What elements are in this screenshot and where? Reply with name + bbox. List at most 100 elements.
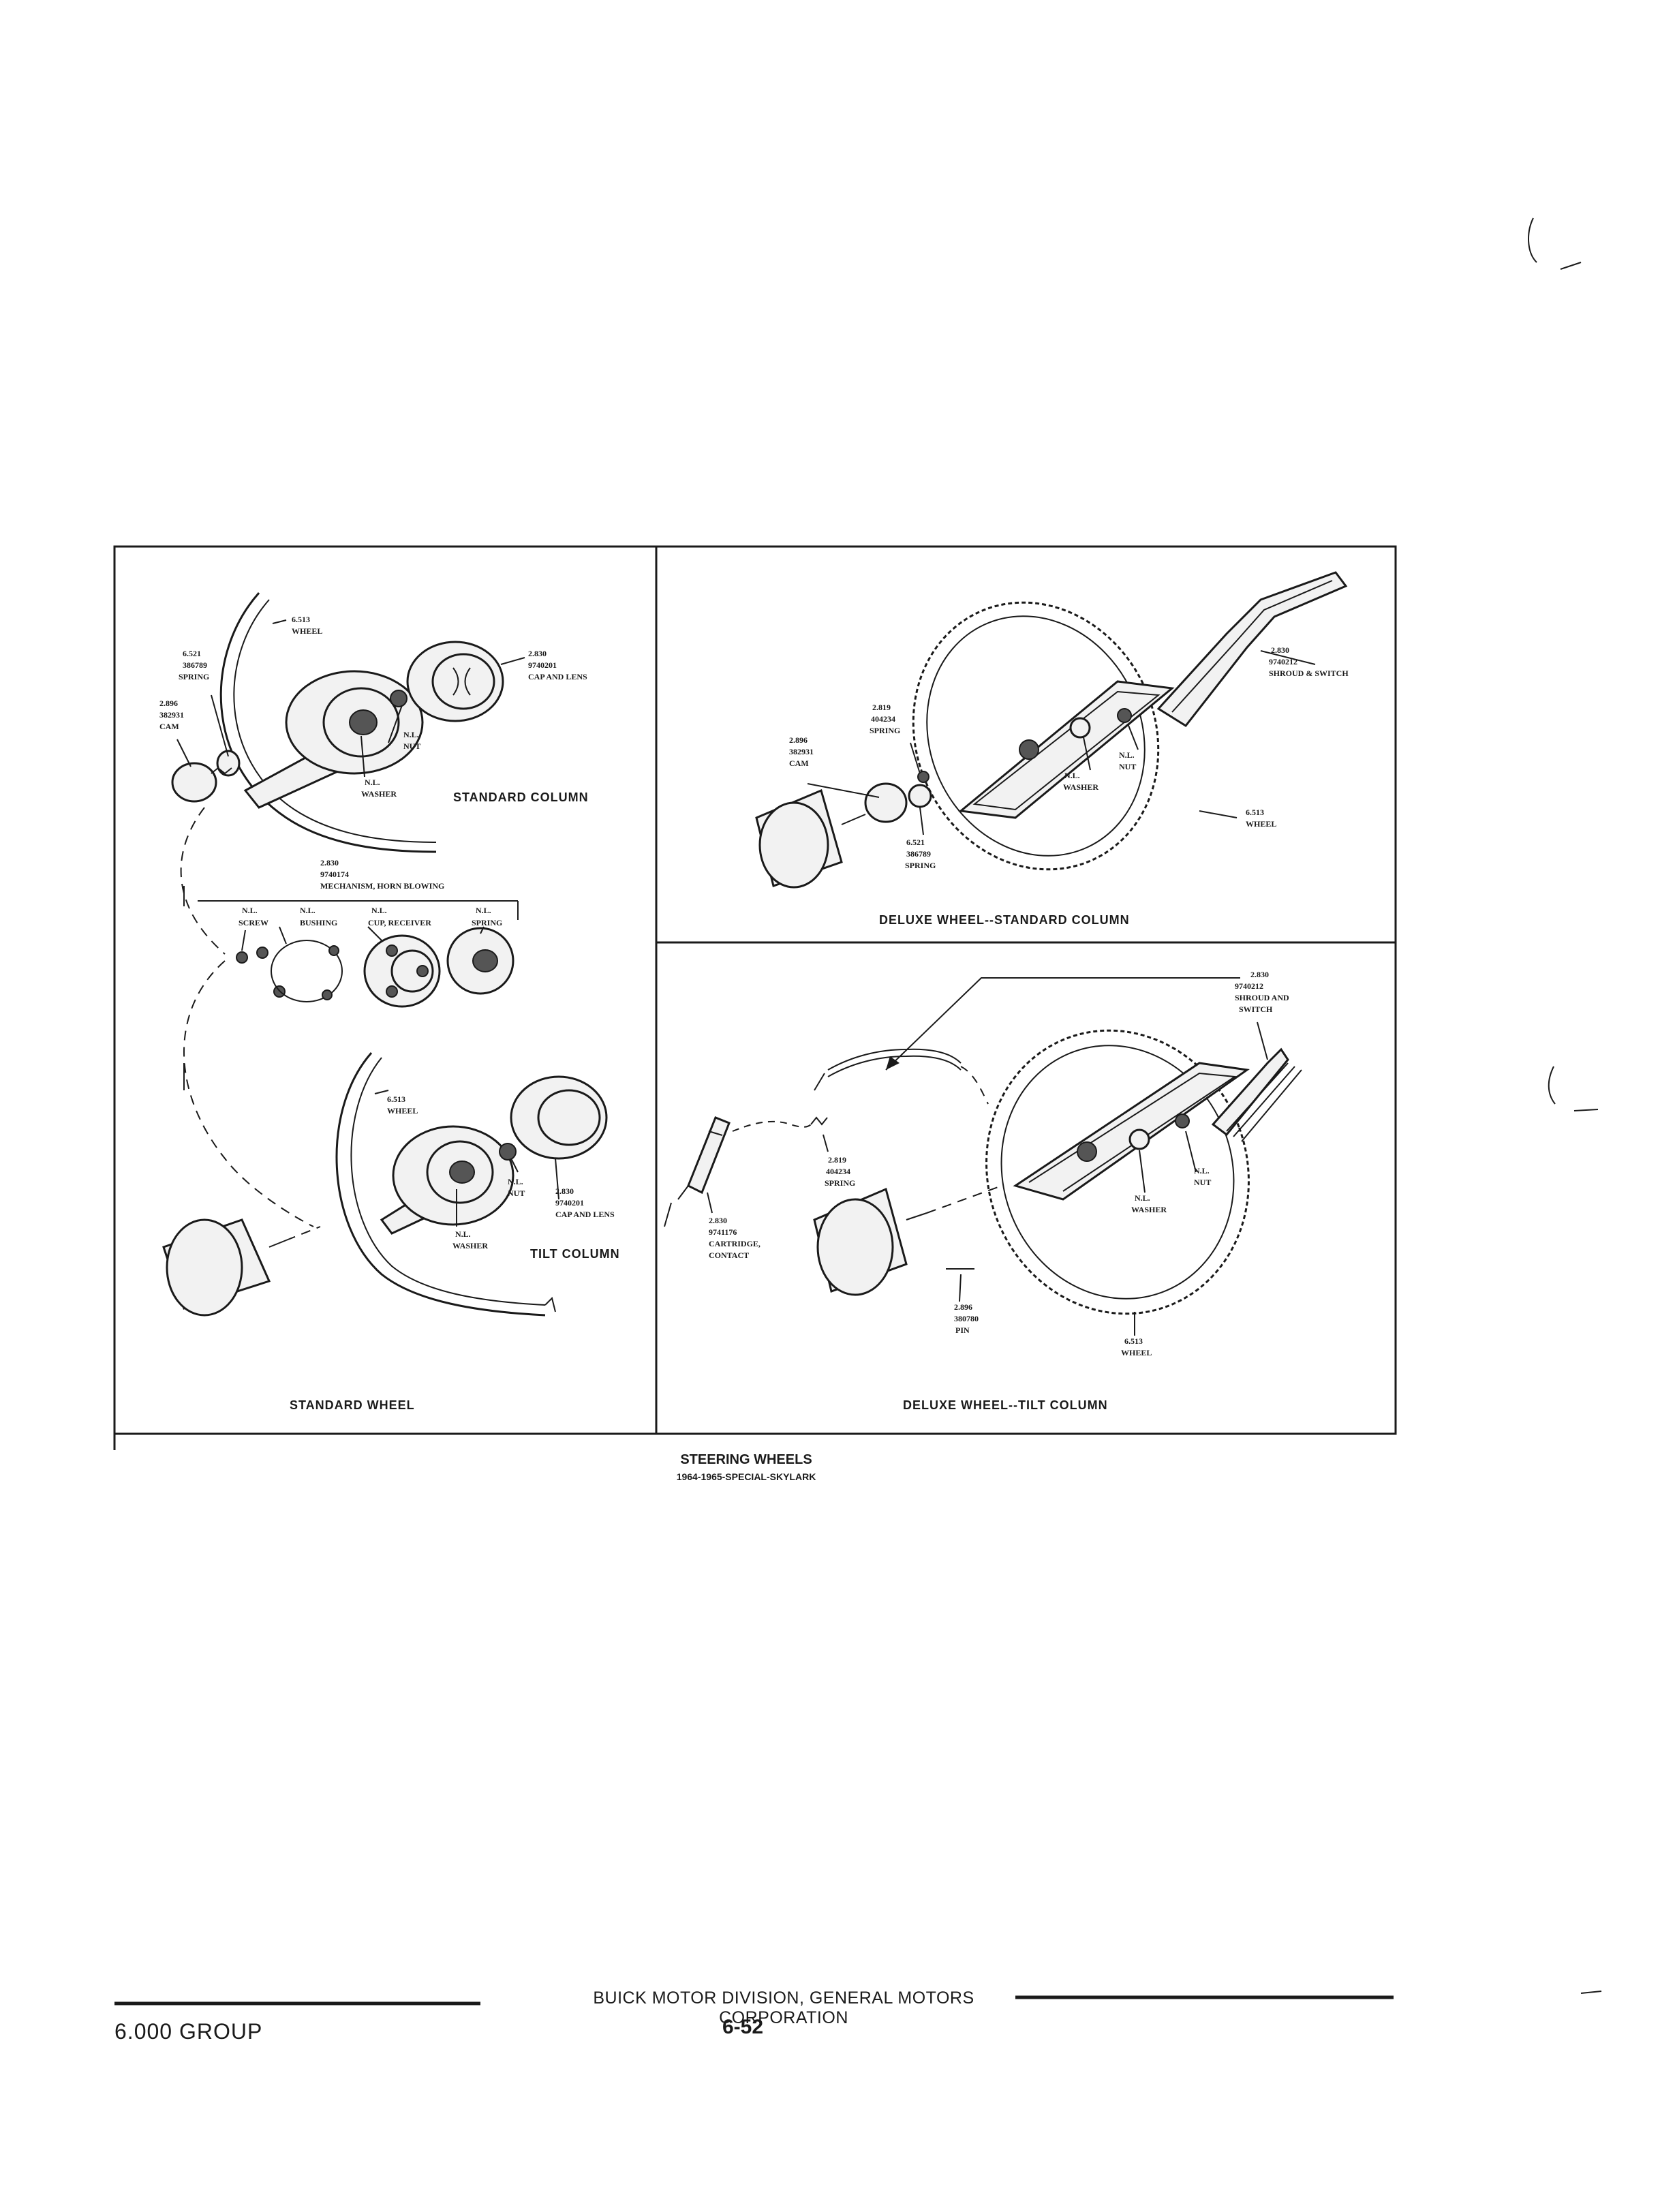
bushing-ring bbox=[271, 940, 343, 1002]
label-wheel-top-1: 6.513 bbox=[292, 615, 310, 624]
panel-deluxe-tilt bbox=[664, 977, 1302, 1336]
label-ds-nut-2: NUT bbox=[1119, 762, 1136, 771]
panel-deluxe-standard bbox=[755, 571, 1348, 889]
footer-page-number: 6-52 bbox=[722, 2016, 764, 2038]
scan-marks bbox=[1528, 217, 1602, 1994]
label-ds-wheel-1: 6.513 bbox=[1246, 808, 1264, 817]
label-bushing-2: BUSHING bbox=[300, 918, 337, 927]
label-cam-1: 2.896 bbox=[159, 698, 178, 708]
label-wheel-tilt-2: WHEEL bbox=[387, 1106, 418, 1116]
label-dt-shroud-3: SHROUD AND bbox=[1235, 993, 1289, 1002]
label-washer-top-1: N.L. bbox=[365, 778, 380, 787]
label-ds-spring-bot-3: SPRING bbox=[905, 861, 936, 870]
labels-deluxe-standard: 2.830 9740212 SHROUD & SWITCH 2.819 4042… bbox=[789, 645, 1349, 927]
label-ds-spring-bot-2: 386789 bbox=[906, 849, 931, 859]
label-dt-cartridge-4: CONTACT bbox=[709, 1250, 749, 1260]
label-washer-tilt-2: WASHER bbox=[452, 1241, 488, 1250]
label-dt-cartridge-1: 2.830 bbox=[709, 1216, 727, 1225]
panel-title-deluxe-standard: DELUXE WHEEL--STANDARD COLUMN bbox=[879, 913, 1130, 927]
label-cap-tilt-3: CAP AND LENS bbox=[555, 1210, 615, 1219]
mechanism-parts bbox=[236, 927, 514, 1008]
label-dt-nut-2: NUT bbox=[1194, 1178, 1211, 1187]
label-ds-spring-bot-1: 6.521 bbox=[906, 838, 925, 847]
tilt-deluxe-shroud-switch bbox=[1211, 1047, 1289, 1137]
label-ds-spring-top-1: 2.819 bbox=[872, 703, 891, 712]
tilt-deluxe-spring bbox=[810, 1116, 828, 1126]
labels-deluxe-tilt: 2.830 9740212 SHROUD AND SWITCH 2.819 40… bbox=[709, 970, 1289, 1412]
label-ds-wheel-2: WHEEL bbox=[1246, 819, 1276, 829]
label-dt-pin-2: 380780 bbox=[954, 1314, 979, 1323]
label-spring-1: 6.521 bbox=[183, 649, 201, 658]
label-nut-tilt-1: N.L. bbox=[508, 1177, 523, 1186]
label-ds-shroud-3: SHROUD & SWITCH bbox=[1269, 669, 1349, 678]
label-ds-washer-1: N.L. bbox=[1064, 771, 1080, 780]
label-cap-top-3: CAP AND LENS bbox=[528, 672, 587, 681]
label-ds-spring-top-2: 404234 bbox=[871, 714, 895, 724]
tilt-deluxe-wheel-rim bbox=[985, 1029, 1250, 1315]
label-dt-spring-3: SPRING bbox=[825, 1178, 855, 1188]
label-dt-pin-1: 2.896 bbox=[954, 1302, 972, 1312]
tilt-column-body bbox=[162, 1218, 321, 1317]
label-cup-2: CUP, RECEIVER bbox=[368, 918, 431, 927]
label-tilt-column: TILT COLUMN bbox=[530, 1247, 620, 1261]
labels-standard-wheel: 6.513 WHEEL 6.521 386789 SPRING 2.896 38… bbox=[159, 615, 620, 1412]
label-dt-shroud-4: SWITCH bbox=[1239, 1004, 1273, 1014]
nut-top bbox=[390, 690, 408, 707]
footer-publisher: BUICK MOTOR DIVISION, GENERAL MOTORS COR… bbox=[593, 1988, 974, 2027]
contact-cartridge bbox=[677, 1116, 731, 1200]
deluxe-spring bbox=[908, 784, 932, 808]
label-dt-pin-3: PIN bbox=[955, 1325, 970, 1335]
label-cam-2: 382931 bbox=[159, 710, 184, 720]
spring-part bbox=[216, 750, 241, 777]
deluxe-cam bbox=[864, 782, 908, 823]
label-spring-2: 386789 bbox=[183, 660, 207, 670]
tilt-deluxe-hub-plate bbox=[1013, 1062, 1250, 1201]
footer-group: 6.000 GROUP bbox=[114, 2019, 263, 2044]
label-ds-cam-3: CAM bbox=[789, 758, 809, 768]
label-dt-spring-1: 2.819 bbox=[828, 1155, 846, 1165]
tilt-deluxe-column bbox=[813, 1185, 1002, 1296]
label-dt-wheel-1: 6.513 bbox=[1124, 1336, 1143, 1346]
caption-subtitle: 1964-1965-SPECIAL-SKYLARK bbox=[677, 1471, 816, 1482]
label-cap-tilt-2: 9740201 bbox=[555, 1198, 584, 1208]
label-ds-nut-1: N.L. bbox=[1119, 750, 1135, 760]
label-ds-cam-1: 2.896 bbox=[789, 735, 808, 745]
label-wheel-tilt-1: 6.513 bbox=[387, 1094, 405, 1104]
deluxe-column-body bbox=[755, 771, 932, 889]
label-dt-washer-2: WASHER bbox=[1131, 1205, 1167, 1214]
label-mechanism-2: 9740174 bbox=[320, 870, 349, 879]
label-dt-spring-2: 404234 bbox=[826, 1167, 850, 1176]
label-washer-top-2: WASHER bbox=[361, 789, 397, 799]
label-standard-column: STANDARD COLUMN bbox=[453, 790, 589, 804]
label-dt-washer-1: N.L. bbox=[1135, 1193, 1150, 1203]
wheel-rim-top bbox=[219, 592, 437, 853]
wheel-rim-tilt bbox=[335, 1052, 546, 1317]
label-cup-1: N.L. bbox=[371, 906, 387, 915]
label-dt-shroud-1: 2.830 bbox=[1250, 970, 1269, 979]
figure-caption: STEERING WHEELS 1964-1965-SPECIAL-SKYLAR… bbox=[677, 1452, 816, 1482]
panel-standard-wheel bbox=[162, 592, 608, 1317]
label-bushing-1: N.L. bbox=[300, 906, 316, 915]
label-ds-spring-top-3: SPRING bbox=[870, 726, 900, 735]
nut-tilt bbox=[499, 1143, 517, 1161]
label-screw-1: N.L. bbox=[242, 906, 258, 915]
deluxe-hub-plate bbox=[958, 680, 1175, 819]
label-dt-cartridge-3: CARTRIDGE, bbox=[709, 1239, 760, 1248]
label-washer-tilt-1: N.L. bbox=[455, 1229, 471, 1239]
label-ds-shroud-2: 9740212 bbox=[1269, 657, 1297, 666]
label-ds-cam-2: 382931 bbox=[789, 747, 814, 756]
label-dt-wheel-2: WHEEL bbox=[1121, 1348, 1152, 1357]
label-ds-shroud-1: 2.830 bbox=[1271, 645, 1289, 655]
label-dt-cartridge-2: 9741176 bbox=[709, 1227, 737, 1237]
deluxe-shroud-switch bbox=[1156, 571, 1348, 727]
label-nut-top-2: NUT bbox=[403, 741, 420, 751]
label-mechanism-1: 2.830 bbox=[320, 858, 339, 867]
label-wheel-top-2: WHEEL bbox=[292, 626, 322, 636]
label-cap-tilt-1: 2.830 bbox=[555, 1186, 574, 1196]
cam-part bbox=[171, 762, 217, 803]
label-nut-top-1: N.L. bbox=[403, 730, 419, 739]
label-cam-3: CAM bbox=[159, 722, 179, 731]
label-spring-3: SPRING bbox=[179, 672, 209, 681]
label-dt-shroud-2: 9740212 bbox=[1235, 981, 1263, 991]
